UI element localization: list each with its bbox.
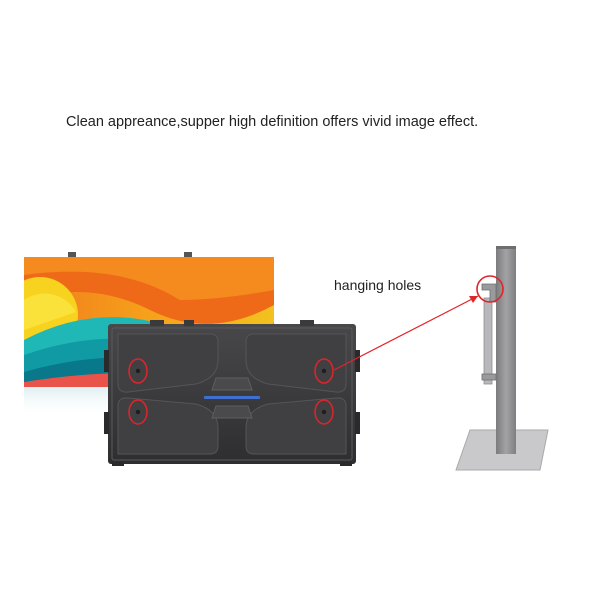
highlight-bottom-right [314, 399, 334, 425]
callout-arrow [333, 295, 479, 371]
highlight-stand-hook [476, 275, 504, 303]
hanging-holes-label: hanging holes [334, 277, 422, 293]
highlight-top-right [314, 358, 334, 384]
highlight-top-left [128, 358, 148, 384]
headline-text: Clean appreance,supper high definition o… [66, 114, 479, 130]
hanging-hole-highlights [128, 358, 334, 425]
highlight-bottom-left [128, 399, 148, 425]
led-cabinet-rear [104, 320, 360, 466]
mount-stand [455, 246, 549, 471]
